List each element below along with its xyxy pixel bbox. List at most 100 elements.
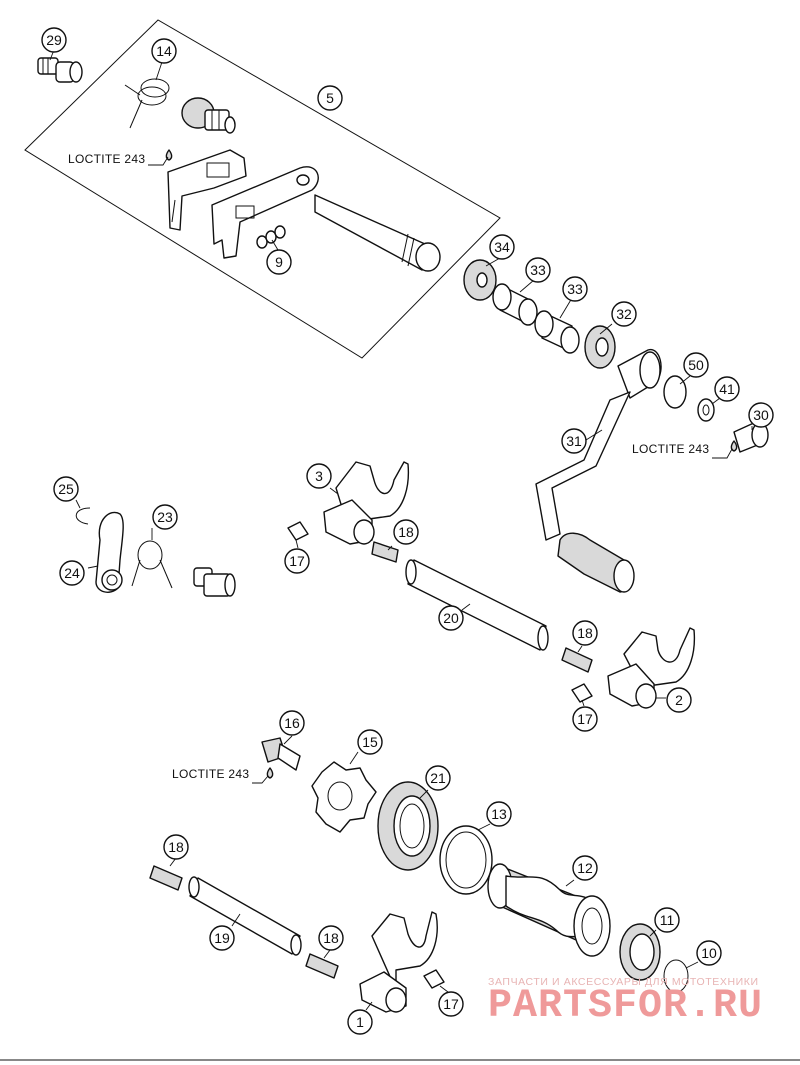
part-18-spring-a [371, 541, 399, 563]
callout-31: 31 [561, 428, 587, 454]
svg-text:50: 50 [688, 357, 704, 373]
part-18-spring-b [561, 647, 593, 673]
svg-text:13: 13 [491, 806, 507, 822]
part-24-lever [95, 511, 124, 593]
callout-16: 16 [279, 710, 305, 736]
svg-text:15: 15 [362, 734, 378, 750]
part-31-kickstarter [535, 349, 662, 593]
svg-text:33: 33 [567, 281, 583, 297]
svg-text:32: 32 [616, 306, 632, 322]
loctite-note-1: LOCTITE 243 [68, 152, 145, 166]
svg-text:16: 16 [284, 715, 300, 731]
leader-lines [49, 49, 753, 1011]
part-21-bearing [377, 781, 439, 871]
callout-15: 15 [357, 729, 383, 755]
callout-50: 50 [683, 352, 709, 378]
svg-text:31: 31 [566, 433, 582, 449]
callout-33-a: 33 [525, 257, 551, 283]
watermark-caption: ЗАПЧАСТИ И АКСЕССУАРЫ ДЛЯ МОТОТЕХНИКИ [488, 976, 759, 988]
part-shift-shaft [211, 166, 441, 272]
part-50-washer [663, 375, 687, 409]
svg-text:25: 25 [58, 481, 74, 497]
callout-20: 20 [438, 605, 464, 631]
svg-text:5: 5 [326, 90, 334, 106]
part-34-washer [463, 259, 497, 301]
callout-1: 1 [347, 1009, 373, 1035]
callout-13: 13 [486, 801, 512, 827]
part-18-spring-c [149, 865, 183, 891]
callout-9: 9 [266, 249, 292, 275]
part-18-spring-d [305, 953, 339, 979]
part-16-bolt [261, 737, 301, 771]
callout-17-a: 17 [284, 548, 310, 574]
part-1-shift-fork [359, 911, 438, 1013]
part-14-spring [124, 78, 170, 129]
part-shift-plate-upper [167, 149, 247, 231]
loctite-note-2: LOCTITE 243 [632, 442, 709, 456]
part-30-bolt [733, 421, 769, 453]
part-20-shaft [405, 559, 549, 651]
callout-24: 24 [59, 560, 85, 586]
svg-text:17: 17 [289, 553, 305, 569]
svg-text:20: 20 [443, 610, 459, 626]
svg-text:29: 29 [46, 32, 62, 48]
part-25-circlip [75, 507, 91, 525]
part-13-ring [439, 825, 493, 895]
callout-34: 34 [489, 234, 515, 260]
svg-text:18: 18 [398, 524, 414, 540]
svg-text:18: 18 [323, 930, 339, 946]
callout-33-b: 33 [562, 276, 588, 302]
svg-text:9: 9 [275, 254, 283, 270]
part-10-ring [663, 959, 689, 993]
callout-12: 12 [572, 855, 598, 881]
part-bolt-upper [181, 97, 236, 134]
svg-text:3: 3 [315, 468, 323, 484]
callout-10: 10 [696, 940, 722, 966]
part-2-shift-fork [607, 627, 696, 709]
svg-text:21: 21 [430, 770, 446, 786]
callout-18-d: 18 [318, 925, 344, 951]
part-23-spring [131, 540, 173, 589]
svg-text:34: 34 [494, 239, 510, 255]
svg-text:1: 1 [356, 1014, 364, 1030]
part-shoulder-bolt [193, 567, 236, 597]
callout-25: 25 [53, 476, 79, 502]
part-29-pin [37, 57, 83, 83]
callout-19: 19 [209, 925, 235, 951]
callout-29: 29 [41, 27, 67, 53]
callout-5: 5 [317, 85, 343, 111]
callout-21: 21 [425, 765, 451, 791]
svg-text:24: 24 [64, 565, 80, 581]
part-17-pin-a [287, 521, 309, 541]
callout-2: 2 [666, 687, 692, 713]
svg-text:10: 10 [701, 945, 717, 961]
callout-18-c: 18 [163, 834, 189, 860]
part-19-shaft [188, 876, 302, 956]
callout-41: 41 [714, 376, 740, 402]
part-33-bushing-a [492, 283, 538, 326]
svg-text:12: 12 [577, 860, 593, 876]
part-9-washers [256, 225, 286, 249]
callout-17-b: 17 [572, 706, 598, 732]
callout-30: 30 [748, 402, 774, 428]
loctite-drop-3 [266, 767, 274, 779]
loctite-note-3: LOCTITE 243 [172, 767, 249, 781]
part-41-lock-washer [697, 398, 715, 422]
part-3-shift-fork [323, 461, 410, 545]
svg-text:17: 17 [443, 996, 459, 1012]
callout-3: 3 [306, 463, 332, 489]
callout-18-b: 18 [572, 620, 598, 646]
svg-text:2: 2 [675, 692, 683, 708]
callout-14: 14 [151, 38, 177, 64]
svg-text:17: 17 [577, 711, 593, 727]
watermark-logo: PARTSFOR.RU [488, 984, 763, 1029]
part-17-pin-b [571, 683, 593, 703]
part-11-bearing [619, 923, 661, 981]
callout-18-a: 18 [393, 519, 419, 545]
part-32-washer [584, 325, 616, 369]
part-33-bushing-b [534, 310, 580, 354]
callout-32: 32 [611, 301, 637, 327]
svg-text:11: 11 [660, 912, 675, 928]
callout-11: 11 [654, 907, 680, 933]
